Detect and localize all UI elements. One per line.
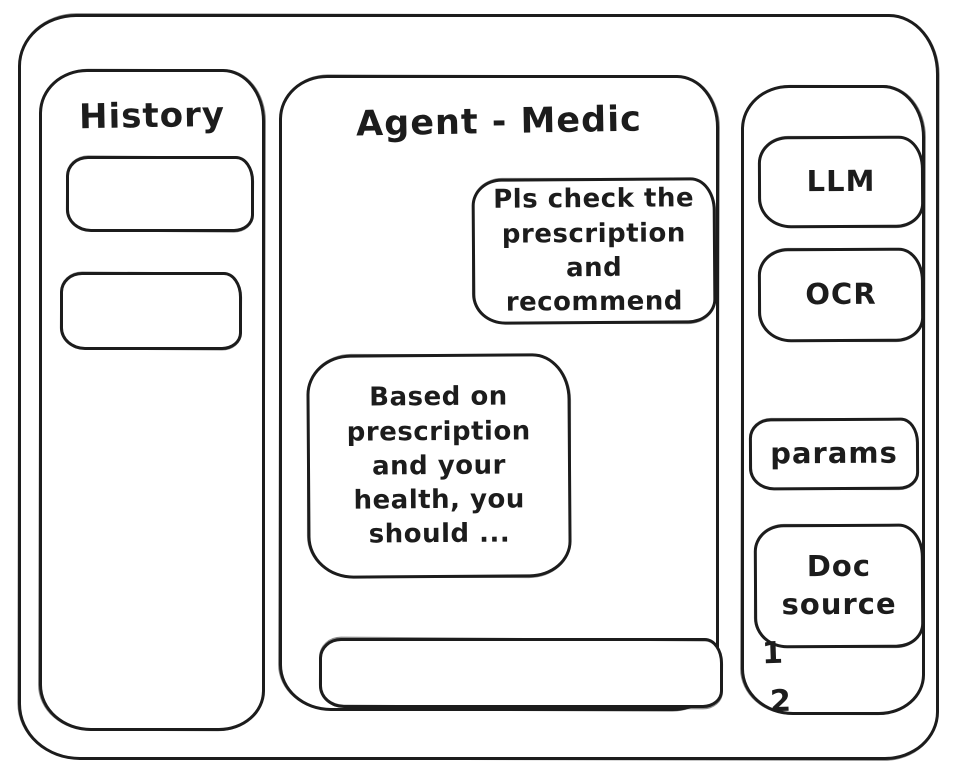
chat-panel: Agent - Medic Pls check the prescription… — [279, 75, 723, 711]
tool-button-doc-source[interactable]: Doc source — [753, 523, 925, 649]
assistant-message-bubble: Based on prescription and your health, y… — [306, 353, 572, 579]
tool-button-ocr[interactable]: OCR — [757, 247, 925, 343]
history-item[interactable] — [60, 272, 242, 350]
history-panel: History — [39, 69, 265, 731]
message-input-box[interactable] — [319, 638, 723, 708]
doc-source-item[interactable]: 2 — [769, 683, 792, 720]
doc-source-item[interactable]: 1 — [761, 635, 784, 672]
message-input[interactable] — [322, 641, 720, 705]
history-item[interactable] — [66, 156, 254, 232]
tools-panel: LLM OCR params Doc source 1 2 — [741, 85, 925, 719]
app-window-frame: History Agent - Medic Pls check the pres… — [18, 14, 939, 760]
tool-button-llm[interactable]: LLM — [757, 135, 925, 229]
chat-title: Agent - Medic — [355, 99, 643, 145]
history-title: History — [78, 94, 226, 138]
user-message-bubble: Pls check the prescription and recommend — [471, 177, 717, 325]
tool-button-params[interactable]: params — [748, 417, 920, 491]
